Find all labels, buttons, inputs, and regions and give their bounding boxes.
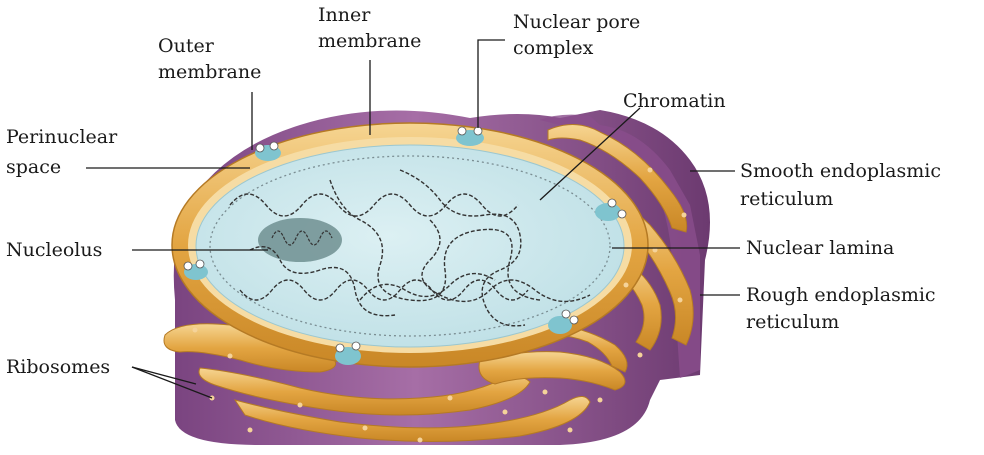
ribosome-dot — [623, 282, 629, 288]
leader-nuclear-pore — [477, 39, 505, 128]
ribosome-dot — [677, 297, 683, 303]
label-nuclear-pore-complex: Nuclear pore complex — [513, 11, 646, 59]
rough-er-structure — [163, 323, 628, 443]
ribosome-dot — [637, 352, 643, 358]
ribosome-dot — [542, 389, 548, 395]
label-chromatin: Chromatin — [623, 90, 726, 112]
nuclear-pore — [595, 198, 627, 221]
nuclear-pore — [548, 309, 579, 334]
ribosome-dot — [597, 397, 603, 403]
label-smooth-er: Smooth endoplasmic reticulum — [740, 160, 947, 210]
ribosome-dot — [227, 353, 233, 359]
label-rough-er: Rough endoplasmic reticulum — [746, 284, 942, 333]
nuclear-pore — [456, 126, 484, 146]
labels: Inner membrane Outer membrane Nuclear po… — [6, 4, 947, 378]
nuclear-pores — [183, 126, 627, 365]
ribosome-dot — [417, 437, 423, 443]
ribosome-dot — [567, 427, 573, 433]
ribosome-dot — [247, 427, 253, 433]
ribosome-dot — [681, 212, 687, 218]
label-ribosomes: Ribosomes — [6, 356, 110, 378]
nucleolus-structure — [258, 218, 342, 262]
ribosome-dot — [502, 409, 508, 415]
nuclear-pore — [335, 341, 361, 365]
ribosome-dot — [297, 402, 303, 408]
ribosome-dot — [362, 425, 368, 431]
nuclear-lamina-structure — [209, 155, 611, 337]
label-nucleolus: Nucleolus — [6, 239, 102, 261]
ribosome-dot — [647, 167, 653, 173]
nuclear-pore — [183, 259, 208, 280]
label-nuclear-lamina: Nuclear lamina — [746, 237, 894, 259]
ribosome-dot — [447, 395, 453, 401]
leader-chromatin — [539, 107, 641, 201]
leader-lines — [86, 39, 740, 399]
nuclear-pore — [255, 141, 281, 161]
label-perinuclear-space: Perinuclear space — [6, 126, 123, 178]
leader-ribosomes-2 — [131, 366, 213, 399]
ribosome-dots — [192, 167, 687, 443]
leader-ribosomes-1 — [131, 366, 197, 385]
label-outer-membrane: Outer membrane — [158, 35, 261, 83]
ribosome-dot — [652, 247, 658, 253]
chromatin-structure — [229, 169, 591, 327]
nuclear-envelope — [171, 122, 649, 368]
label-inner-membrane: Inner membrane — [318, 4, 421, 52]
ribosome-dot — [192, 327, 198, 333]
